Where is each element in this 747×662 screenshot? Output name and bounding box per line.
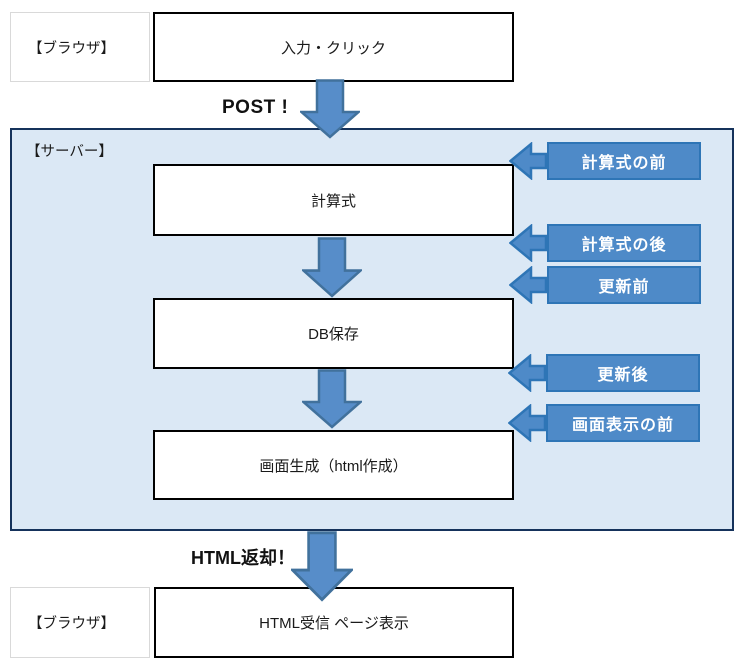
down-arrow-return-icon	[291, 531, 353, 602]
html-return-label: HTML返却！	[191, 548, 295, 568]
callout-before-display-label: 画面表示の前	[546, 404, 700, 442]
step-db-save-label: DB保存	[308, 326, 359, 343]
callout-before-update-label: 更新前	[547, 266, 701, 304]
callout-after-calculation: 計算式の後	[509, 224, 701, 262]
callout-after-update-label: 更新後	[546, 354, 700, 392]
down-arrow-calc-to-db-icon	[302, 237, 362, 298]
step-screen-generation-label: 画面生成（html作成）	[259, 457, 408, 475]
left-arrow-icon	[508, 354, 546, 392]
left-arrow-icon	[509, 266, 547, 304]
left-arrow-icon	[509, 224, 547, 262]
callout-before-update: 更新前	[509, 266, 701, 304]
callout-before-calculation: 計算式の前	[509, 142, 701, 180]
step-html-receive-box: HTML受信 ページ表示	[154, 587, 514, 658]
server-lane-label: 【サーバー】	[26, 144, 113, 160]
step-db-save-box: DB保存	[153, 298, 514, 369]
post-request-label: POST !	[222, 97, 289, 118]
step-calculation-label: 計算式	[310, 192, 356, 210]
left-arrow-icon	[508, 404, 546, 442]
left-arrow-icon	[509, 142, 547, 180]
down-arrow-db-to-screen-icon	[302, 369, 362, 429]
callout-before-calculation-label: 計算式の前	[547, 142, 701, 180]
step-calculation-box: 計算式	[153, 164, 514, 236]
callout-after-update: 更新後	[508, 354, 700, 392]
step-input-click-label: 入力・クリック	[280, 39, 386, 57]
step-html-receive-label: HTML受信 ページ表示	[259, 615, 409, 632]
browser-top-lane-label: 【ブラウザ】	[28, 40, 115, 57]
browser-bottom-lane-label: 【ブラウザ】	[28, 616, 115, 632]
down-arrow-post-icon	[300, 79, 360, 139]
step-screen-generation-box: 画面生成（html作成）	[153, 430, 514, 500]
step-input-click-box: 入力・クリック	[153, 12, 514, 82]
callout-before-display: 画面表示の前	[508, 404, 700, 442]
callout-after-calculation-label: 計算式の後	[547, 224, 701, 262]
browser-top-lane-box: 【ブラウザ】	[10, 12, 150, 82]
browser-bottom-lane-box: 【ブラウザ】	[10, 587, 150, 658]
